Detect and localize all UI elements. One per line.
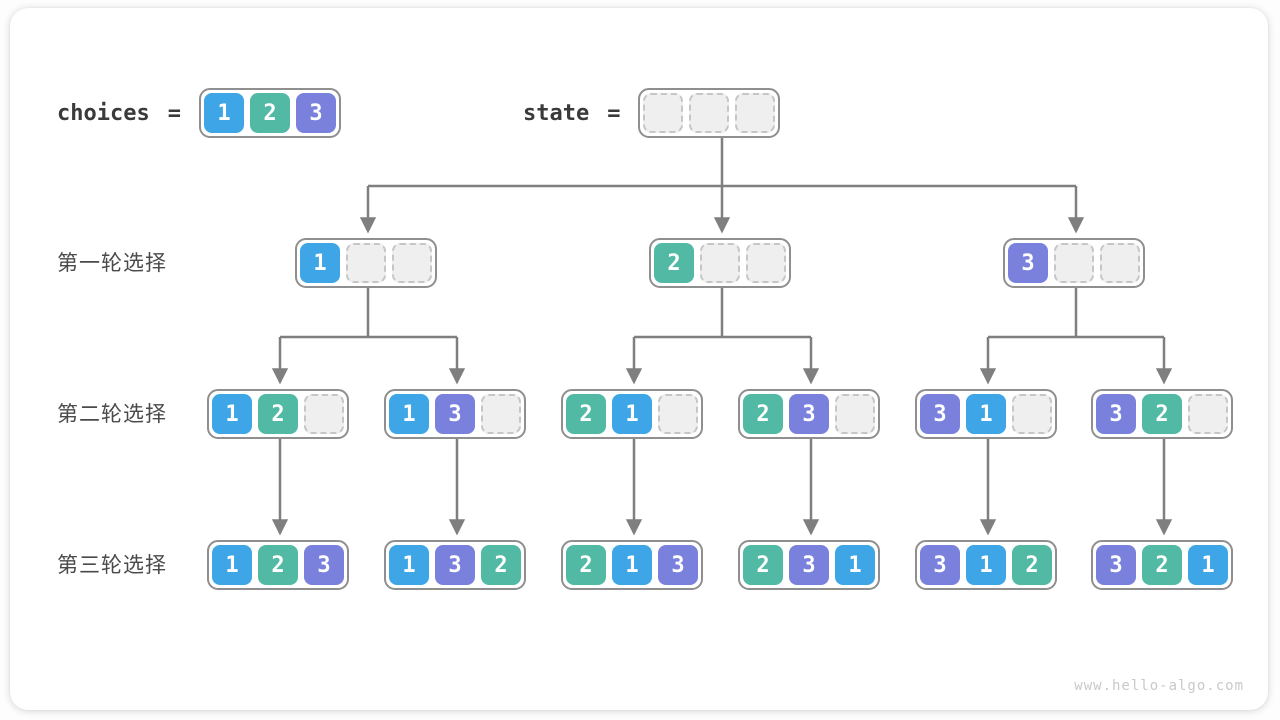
choices-label: choices — [57, 100, 150, 126]
round1-state-node: 1 — [295, 238, 437, 288]
row-label-round-1: 第一轮选择 — [57, 252, 167, 275]
value-cell-3: 3 — [1008, 243, 1048, 283]
value-cell-1: 1 — [612, 394, 652, 434]
empty-slot — [658, 394, 698, 434]
value-cell-2: 2 — [258, 545, 298, 585]
value-cell-1: 1 — [966, 545, 1006, 585]
value-cell-3: 3 — [435, 394, 475, 434]
value-cell-1: 1 — [389, 545, 429, 585]
choices-equals-sign: = — [167, 100, 181, 126]
round1-state-node: 2 — [649, 238, 791, 288]
value-cell-2: 2 — [743, 545, 783, 585]
value-cell-1: 1 — [835, 545, 875, 585]
value-cell-2: 2 — [654, 243, 694, 283]
value-cell-1: 1 — [612, 545, 652, 585]
value-cell-2: 2 — [1142, 394, 1182, 434]
empty-slot — [392, 243, 432, 283]
empty-slot — [481, 394, 521, 434]
empty-slot — [700, 243, 740, 283]
value-cell-1: 1 — [1188, 545, 1228, 585]
empty-slot — [746, 243, 786, 283]
empty-slot — [835, 394, 875, 434]
row-label-round-3: 第三轮选择 — [57, 554, 167, 577]
value-cell-2: 2 — [258, 394, 298, 434]
value-cell-2: 2 — [743, 394, 783, 434]
watermark: www.hello-algo.com — [1074, 678, 1244, 694]
value-cell-3: 3 — [789, 545, 829, 585]
value-cell-3: 3 — [435, 545, 475, 585]
state-group: state = — [523, 88, 781, 138]
value-cell-2: 2 — [566, 394, 606, 434]
value-cell-1: 1 — [203, 93, 244, 133]
value-cell-1: 1 — [212, 394, 252, 434]
round1-state-node: 3 — [1003, 238, 1145, 288]
state-label: state — [523, 100, 590, 126]
value-cell-2: 2 — [566, 545, 606, 585]
value-cell-3: 3 — [304, 545, 344, 585]
empty-slot — [346, 243, 386, 283]
value-cell-3: 3 — [1096, 545, 1136, 585]
value-cell-2: 2 — [1142, 545, 1182, 585]
value-cell-1: 1 — [212, 545, 252, 585]
value-cell-2: 2 — [249, 93, 290, 133]
value-cell-3: 3 — [658, 545, 698, 585]
value-cell-3: 3 — [789, 394, 829, 434]
state-equals-sign: = — [607, 100, 621, 126]
empty-slot — [689, 93, 730, 133]
value-cell-1: 1 — [300, 243, 340, 283]
value-cell-2: 2 — [481, 545, 521, 585]
empty-slot — [643, 93, 684, 133]
empty-slot — [1100, 243, 1140, 283]
value-cell-3: 3 — [920, 394, 960, 434]
value-cell-1: 1 — [966, 394, 1006, 434]
value-cell-3: 3 — [920, 545, 960, 585]
value-cell-2: 2 — [1012, 545, 1052, 585]
empty-slot — [1054, 243, 1094, 283]
value-cell-3: 3 — [1096, 394, 1136, 434]
row-label-round-2: 第二轮选择 — [57, 403, 167, 426]
value-cell-3: 3 — [295, 93, 336, 133]
empty-slot — [1012, 394, 1052, 434]
empty-slot — [735, 93, 776, 133]
empty-slot — [304, 394, 344, 434]
empty-slot — [1188, 394, 1228, 434]
state-array — [638, 88, 781, 138]
value-cell-1: 1 — [389, 394, 429, 434]
